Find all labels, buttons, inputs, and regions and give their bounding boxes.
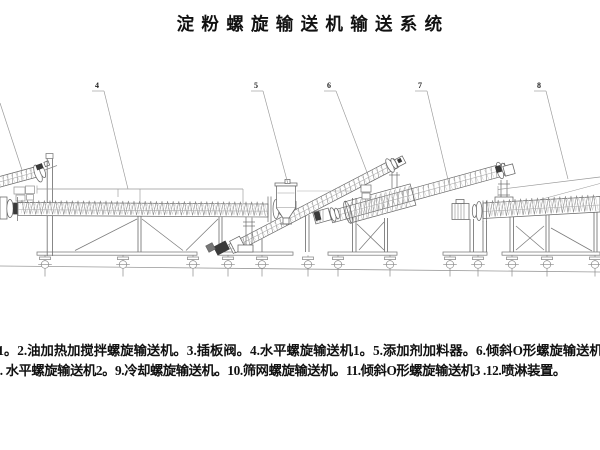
- mixing-screw-conveyor: [0, 160, 58, 202]
- caption-line-2: 8. 水平螺旋输送机2。9.冷却螺旋输送机。10.筛网螺旋输送机。11.倾斜O形…: [0, 362, 566, 378]
- drawing-title: 淀粉螺旋输送机输送系统: [176, 14, 450, 34]
- conveyor-parts: [0, 102, 600, 256]
- horizontal-screw-conveyor-2: [451, 176, 600, 222]
- screen-mesh-conveyor: [343, 183, 417, 224]
- callout-5: 5: [251, 81, 289, 185]
- callout-8: 8: [534, 81, 569, 180]
- additive-feeder-hopper: [274, 179, 352, 225]
- callout-number-8: 8: [537, 81, 541, 90]
- callouts: 4 5 6 7 8: [92, 81, 569, 190]
- callout-number-7: 7: [418, 81, 422, 90]
- callout-number-5: 5: [254, 81, 258, 90]
- callout-4: 4: [92, 81, 129, 190]
- support-trusses: [0, 153, 600, 277]
- inclined-o-screw-conveyor-2: [205, 155, 407, 256]
- callout-number-4: 4: [95, 81, 99, 90]
- callout-7: 7: [415, 81, 450, 185]
- callout-number-6: 6: [327, 81, 331, 90]
- caption-line-1: 1。2.油加热加搅拌螺旋输送机。3.插板阀。4.水平螺旋输送机1。5.添加剂加料…: [0, 343, 600, 358]
- callout-6: 6: [324, 81, 369, 176]
- discharge-chute: [237, 217, 255, 253]
- horizontal-screw-conveyor-1: [0, 185, 302, 222]
